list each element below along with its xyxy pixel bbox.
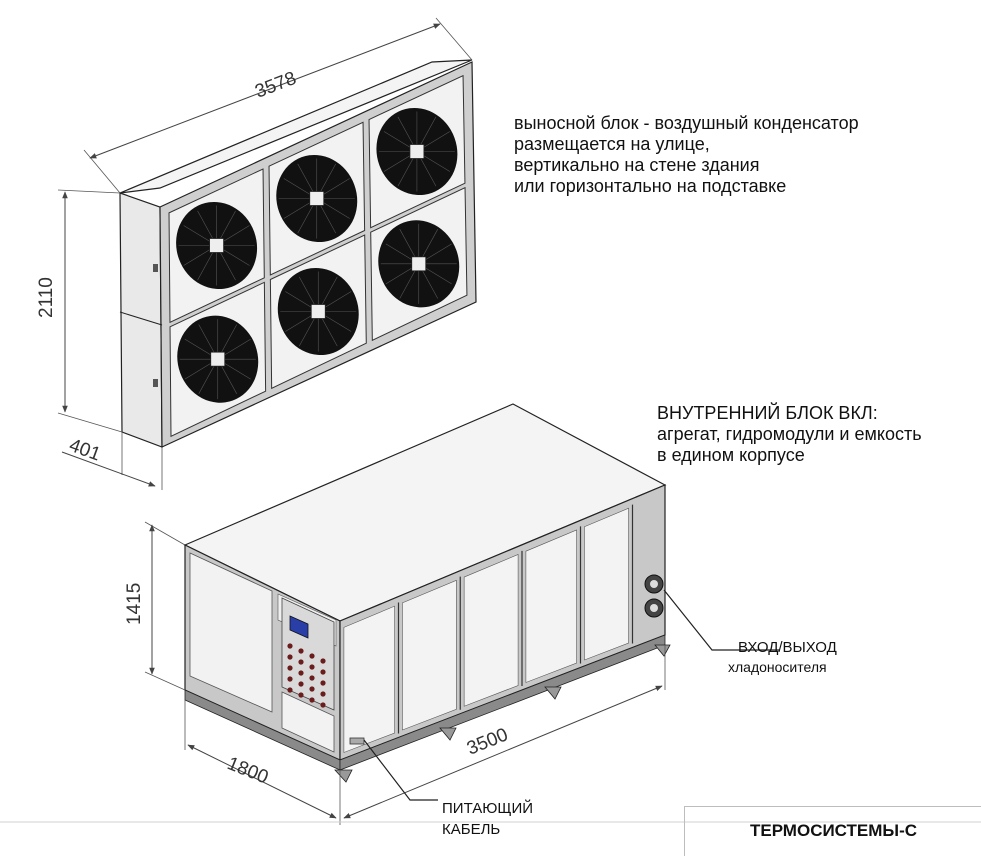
fan-icon xyxy=(277,267,359,356)
keypad-key xyxy=(287,665,293,671)
indoor-note-line: в едином корпусе xyxy=(657,445,805,465)
keypad-key xyxy=(309,653,315,659)
keypad-key xyxy=(298,692,304,698)
condenser-latch-icon xyxy=(153,264,158,272)
keypad-key xyxy=(287,654,293,660)
unit-side-panels xyxy=(343,504,634,753)
keypad-key xyxy=(298,648,304,654)
condenser-unit xyxy=(119,59,477,448)
brand-box: ТЕРМОСИСТЕМЫ-С xyxy=(684,806,981,856)
dimension-label-1415: 1415 xyxy=(124,583,145,625)
keypad-key xyxy=(287,687,293,693)
outdoor-note-line: вертикально на стене здания xyxy=(514,155,760,175)
side-panel xyxy=(525,529,577,683)
condenser-side-face xyxy=(119,192,163,448)
unit-foot xyxy=(334,769,353,783)
outdoor-note-line: размещается на улице, xyxy=(514,134,710,154)
callout-cable: ПИТАЮЩИЙ КАБЕЛЬ xyxy=(363,739,533,838)
side-panel xyxy=(463,554,519,707)
callout-coolant-line1: ВХОД/ВЫХОД xyxy=(738,639,837,656)
keypad-key xyxy=(320,702,326,708)
callout-coolant: ВХОД/ВЫХОД хладоносителя xyxy=(663,589,837,675)
keypad-key xyxy=(309,686,315,692)
leader-line xyxy=(663,589,780,651)
dimension-label-1800: 1800 xyxy=(224,753,271,788)
callout-coolant-line2: хладоносителя xyxy=(728,659,827,675)
keypad-key xyxy=(298,681,304,687)
controller-screen xyxy=(289,615,309,639)
condenser-seam xyxy=(119,311,163,326)
dimension-line-3578 xyxy=(89,23,441,159)
keypad-key xyxy=(309,675,315,681)
callout-cable-line1: ПИТАЮЩИЙ xyxy=(442,799,533,817)
keypad-key xyxy=(320,658,326,664)
outdoor-note-line: выносной блок - воздушный конденсатор xyxy=(514,113,859,133)
unit-front-panel xyxy=(189,552,273,713)
condenser-latch-icon xyxy=(153,379,158,387)
dimension-line-1800 xyxy=(187,744,337,819)
keypad-key xyxy=(287,643,293,649)
unit-foot xyxy=(544,686,562,700)
leader-line xyxy=(363,739,438,801)
side-panel xyxy=(343,605,395,753)
indoor-note-line: агрегат, гидромодули и емкость xyxy=(657,424,922,444)
keypad-key xyxy=(298,659,304,665)
controller-keypad xyxy=(287,643,326,708)
keypad-key xyxy=(320,669,326,675)
dimension-label-2110: 2110 xyxy=(36,277,57,318)
keypad-key xyxy=(320,680,326,686)
fan-icon xyxy=(176,201,258,290)
indoor-note-line: ВНУТРЕННИЙ БЛОК ВКЛ: xyxy=(657,403,878,423)
fan-icon xyxy=(177,315,259,403)
outdoor-note-line: или горизонтально на подставке xyxy=(514,176,787,196)
coolant-connections-icon xyxy=(644,574,664,618)
keypad-key xyxy=(298,670,304,676)
dimension-label-401: 401 xyxy=(66,435,103,466)
keypad-key xyxy=(309,664,315,670)
fan-icon xyxy=(276,154,358,243)
keypad-key xyxy=(309,697,315,703)
dimension-label-3500: 3500 xyxy=(464,724,511,759)
keypad-key xyxy=(320,691,326,697)
unit-foot xyxy=(654,644,671,657)
side-panel xyxy=(402,579,457,731)
keypad-key xyxy=(287,676,293,682)
dimension-label-3578: 3578 xyxy=(252,68,299,103)
outdoor-note: выносной блок - воздушный конденсатор ра… xyxy=(514,113,859,197)
power-cable-entry-icon xyxy=(349,737,365,745)
unit-foot xyxy=(439,727,457,741)
side-panel xyxy=(584,507,629,661)
callout-cable-line2: КАБЕЛЬ xyxy=(442,821,500,838)
brand-title: ТЕРМОСИСТЕМЫ-С xyxy=(749,821,918,840)
indoor-note: ВНУТРЕННИЙ БЛОК ВКЛ: агрегат, гидромодул… xyxy=(657,403,922,466)
dimension-line-3500 xyxy=(343,685,663,819)
indoor-unit xyxy=(183,403,671,783)
fan-icon xyxy=(378,220,460,308)
dimension-line-401 xyxy=(61,451,156,487)
